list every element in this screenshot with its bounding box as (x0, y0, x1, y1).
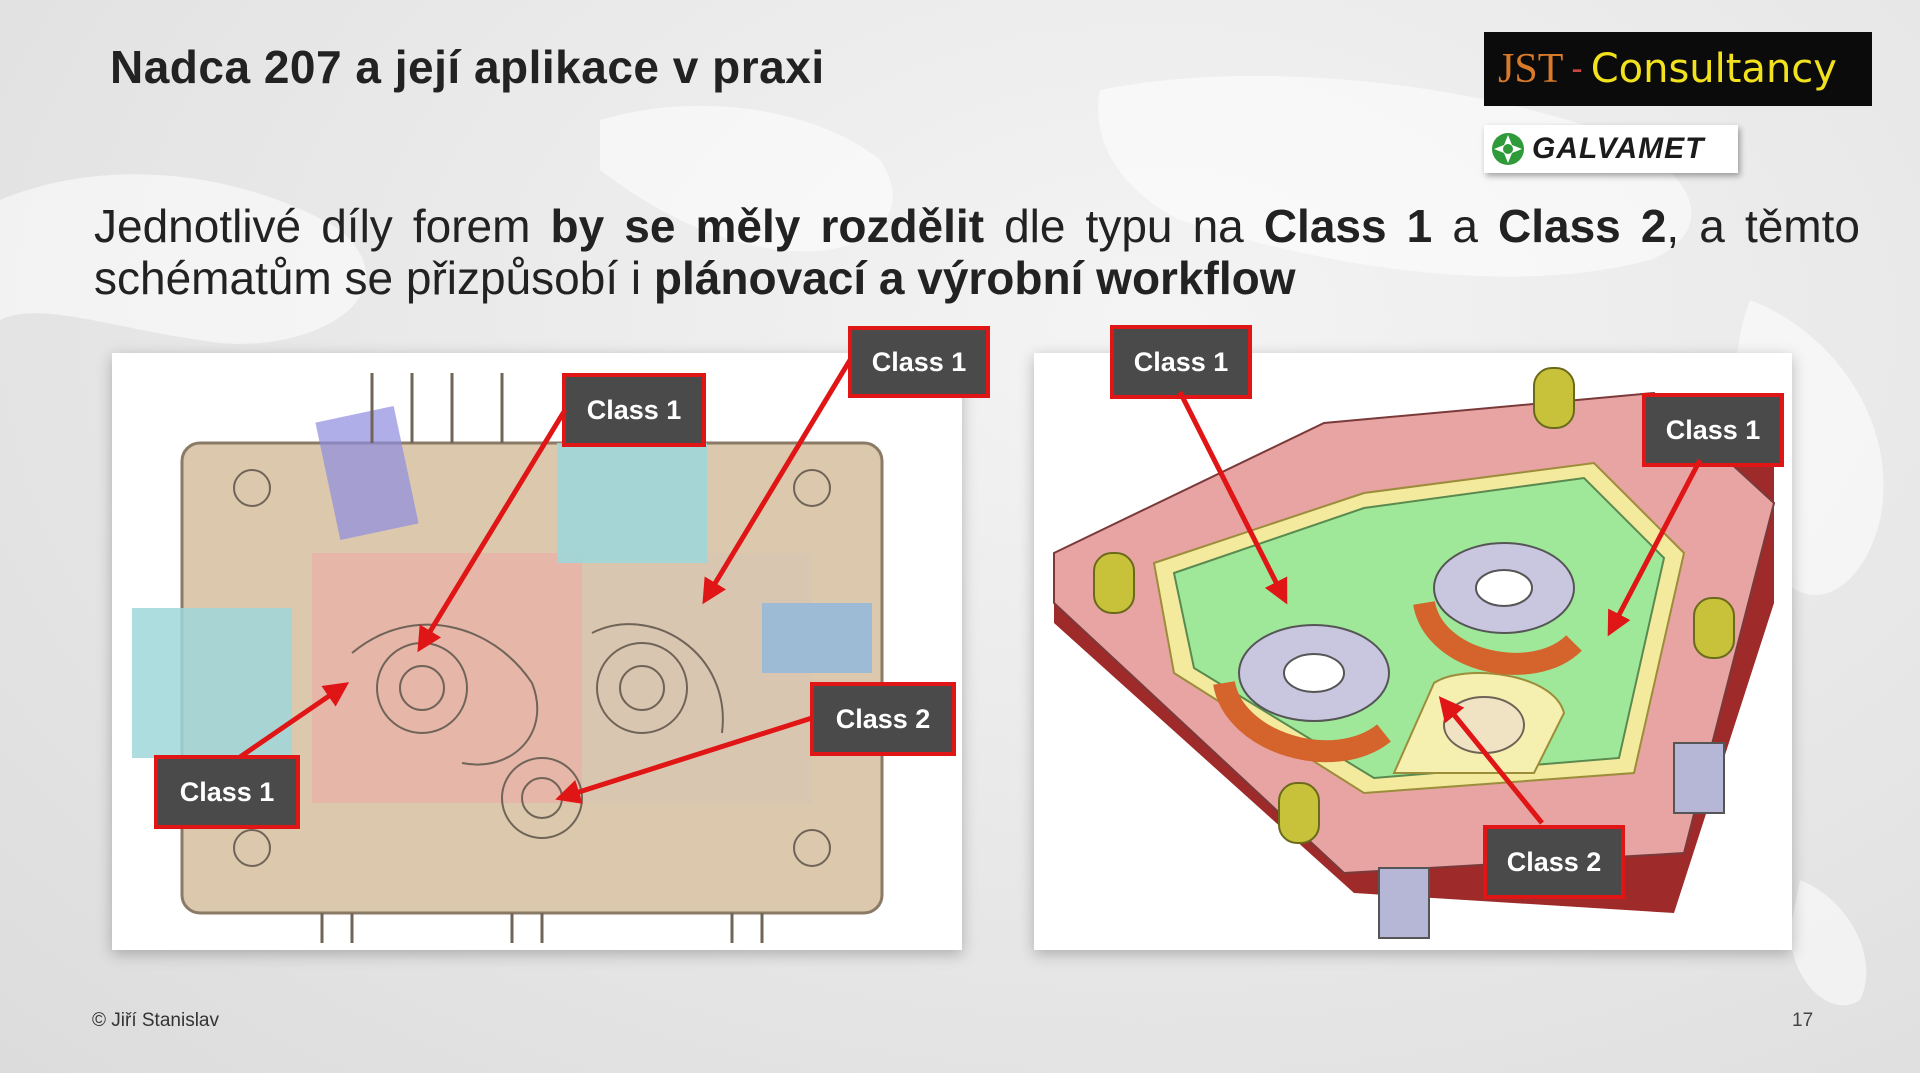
logo-consultancy-text: Consultancy (1590, 46, 1837, 92)
intro-text-4: , a těmto schématům se přizpůsobí i (94, 200, 1860, 304)
intro-text-1: Jednotlivé díly forem (94, 200, 551, 252)
class-label-left-class2: Class 2 (810, 682, 956, 756)
slide-title: Nadca 207 a její aplikace v praxi (110, 41, 825, 93)
mold-top-view-image (112, 353, 962, 950)
intro-bold-4: plánovací a výrobní workflow (653, 252, 1296, 304)
class-label-left-center: Class 1 (562, 373, 706, 447)
jst-consultancy-logo: JST - Consultancy (1484, 32, 1872, 106)
galvamet-logo: GALVAMET (1484, 125, 1738, 173)
intro-bold-3: Class 2 (1498, 200, 1667, 252)
intro-text-3: a (1432, 200, 1498, 252)
page-number: 17 (1792, 1010, 1814, 1031)
logo-jst-text: JST (1498, 46, 1564, 92)
footer-copyright: © Jiří Stanislav (92, 1010, 219, 1031)
class-label-right-top-right: Class 1 (1642, 393, 1784, 467)
class-label-left-bottom: Class 1 (154, 755, 300, 829)
intro-bold-1: by se měly rozdělit (550, 200, 985, 252)
mold-top-view-drawing (132, 373, 884, 943)
class-label-right-class2: Class 2 (1483, 825, 1625, 899)
galvamet-emblem-icon (1492, 133, 1524, 165)
intro-paragraph: Jednotlivé díly forem by se měly rozděli… (94, 200, 1860, 304)
class-label-left-top-right: Class 1 (848, 326, 990, 398)
intro-text-2: dle typu na (984, 200, 1264, 252)
class-label-right-top-left: Class 1 (1110, 325, 1252, 399)
intro-bold-2: Class 1 (1263, 200, 1433, 252)
galvamet-logo-text: GALVAMET (1532, 132, 1705, 165)
logo-separator: - (1571, 49, 1583, 88)
